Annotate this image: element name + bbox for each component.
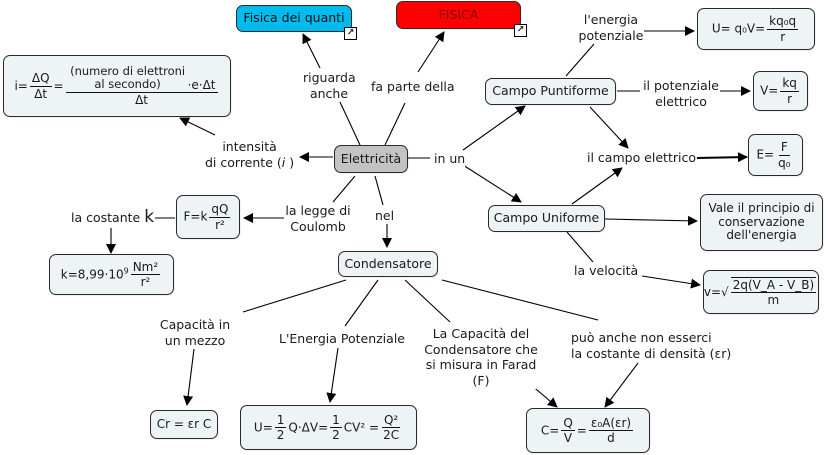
link [462, 105, 526, 151]
link-label-campo-elettrico: il campo elettrico [587, 150, 696, 166]
link-label-energia-potenziale: l'energia potenziale [578, 12, 644, 44]
concept-campo-uniforme[interactable]: Campo Uniforme [488, 205, 605, 232]
external-link-icon[interactable]: ↗ [514, 24, 527, 37]
concept-fisica[interactable]: FISICA [396, 1, 521, 29]
link-label-velocita: la velocità [574, 263, 639, 279]
concept-label: FISICA [438, 6, 479, 22]
formula-capacita-mezzo[interactable]: Cr = εr C [150, 410, 218, 439]
concept-elettricita[interactable]: Elettricità [334, 145, 408, 173]
link [441, 279, 599, 321]
link [641, 275, 701, 289]
link-label-capacita-condensatore: La Capacità del Condensatore che si misu… [418, 326, 544, 389]
concept-label: Campo Puntiforme [492, 83, 609, 99]
link-label-capacita-mezzo: Capacità in un mezzo [150, 317, 240, 349]
link-label-fa-parte-della: fa parte della [371, 79, 455, 95]
link [302, 33, 321, 69]
concept-label: Campo Uniforme [493, 210, 600, 226]
link [566, 231, 594, 263]
link [344, 279, 379, 327]
link [696, 152, 748, 163]
link [339, 101, 361, 146]
link-label-in-un: in un [434, 151, 466, 167]
link [571, 167, 623, 205]
formula-velocita[interactable]: v=√2q(V_A - V_B)m [703, 270, 819, 314]
link [589, 106, 629, 149]
link [404, 279, 451, 323]
link-label-nel: nel [375, 208, 395, 224]
concept-label: Vale il principio di conservazione dell'… [708, 200, 815, 243]
link [604, 362, 639, 408]
link [179, 117, 216, 136]
link [326, 347, 339, 403]
link-label-energia-potenziale-cond: L'Energia Potenziale [279, 331, 405, 347]
concept-conservazione-energia[interactable]: Vale il principio di conservazione dell'… [700, 194, 823, 251]
concept-label: Condensatore [344, 255, 432, 271]
link-label-legge-coulomb: la legge di Coulomb [284, 203, 352, 235]
concept-condensatore[interactable]: Condensatore [338, 251, 438, 277]
concept-label: Elettricità [340, 150, 402, 166]
link-label-potenziale-elettrico: il potenziale elettrico [642, 78, 720, 110]
link [242, 279, 347, 313]
link [374, 175, 384, 206]
link-label-costante-densita: può anche non esserci la costante di den… [571, 330, 732, 362]
link [183, 348, 195, 406]
link [332, 175, 356, 203]
link [565, 43, 595, 77]
external-link-icon[interactable]: ↗ [344, 27, 357, 40]
concept-label: Fisica dei quanti [243, 10, 345, 26]
link-label-costante-k: la costante k [71, 207, 155, 229]
link [604, 215, 698, 226]
link [384, 102, 406, 146]
link-label-riguarda-anche: riguarda anche [303, 70, 356, 102]
link [417, 31, 445, 73]
link [462, 164, 522, 203]
concept-fisica-dei-quanti[interactable]: Fisica dei quanti [236, 5, 352, 32]
concept-campo-puntiforme[interactable]: Campo Puntiforme [485, 78, 616, 105]
link-label-intensita: intensità di corrente (i ) [205, 139, 295, 171]
